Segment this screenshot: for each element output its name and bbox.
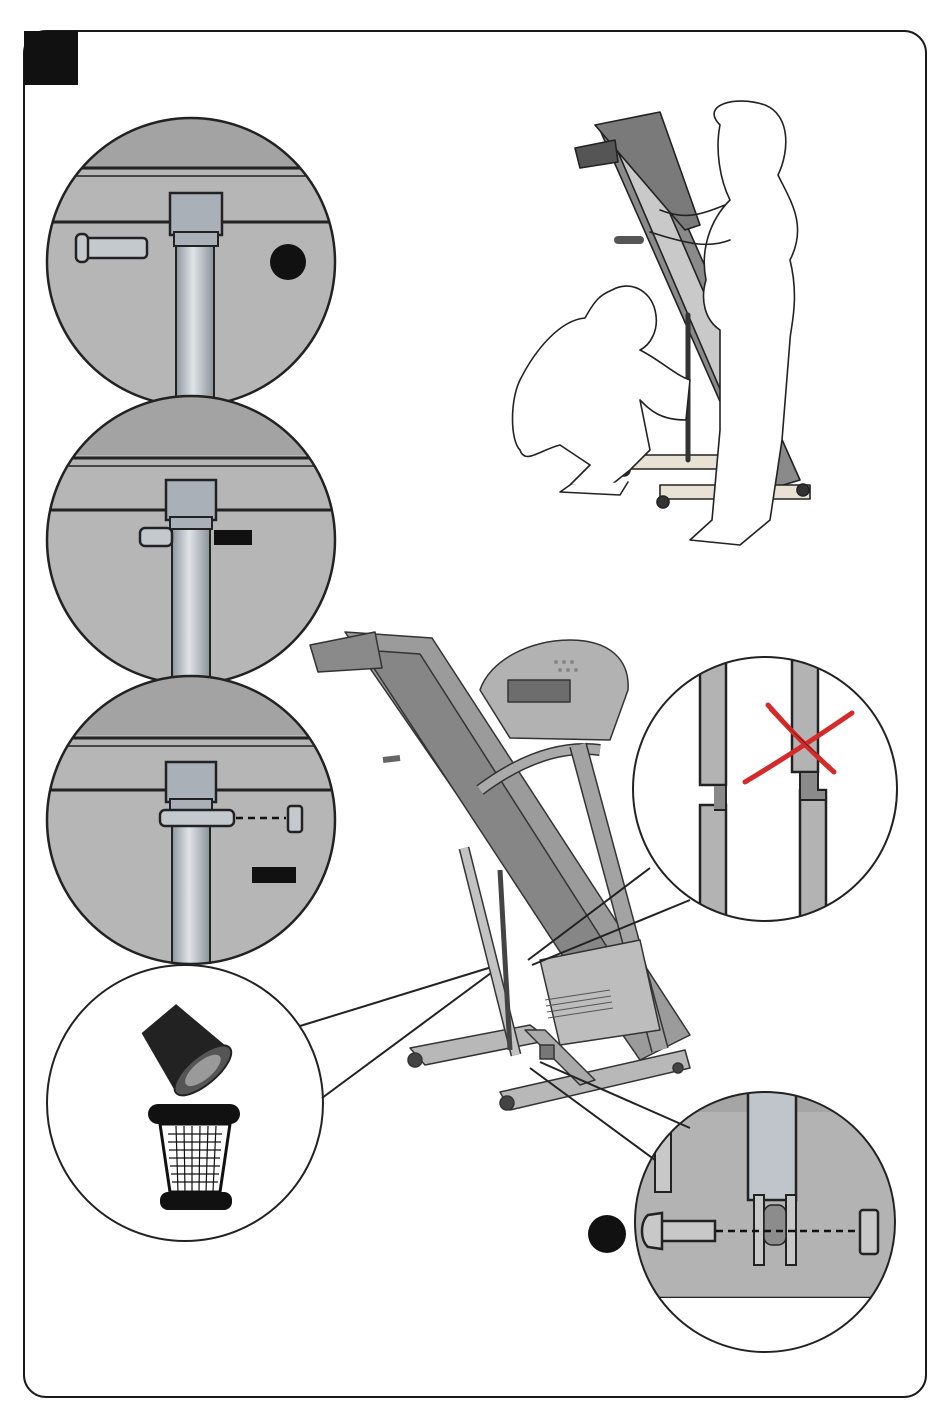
step-badge <box>24 31 78 85</box>
callout-marker-bottom-icon <box>588 1215 626 1253</box>
detail-circle-1 <box>40 110 350 420</box>
detail-circle-parts <box>47 965 495 1241</box>
pin-bolt-icon <box>76 234 147 262</box>
detail-circle-3 <box>40 675 350 995</box>
people-lifting-treadmill-illustration <box>513 101 811 545</box>
detail-circle-base-bolt <box>530 1062 900 1358</box>
detail-circle-2 <box>40 395 350 710</box>
treadmill-folded-illustration <box>310 632 690 1110</box>
callout-marker-icon <box>270 244 306 280</box>
